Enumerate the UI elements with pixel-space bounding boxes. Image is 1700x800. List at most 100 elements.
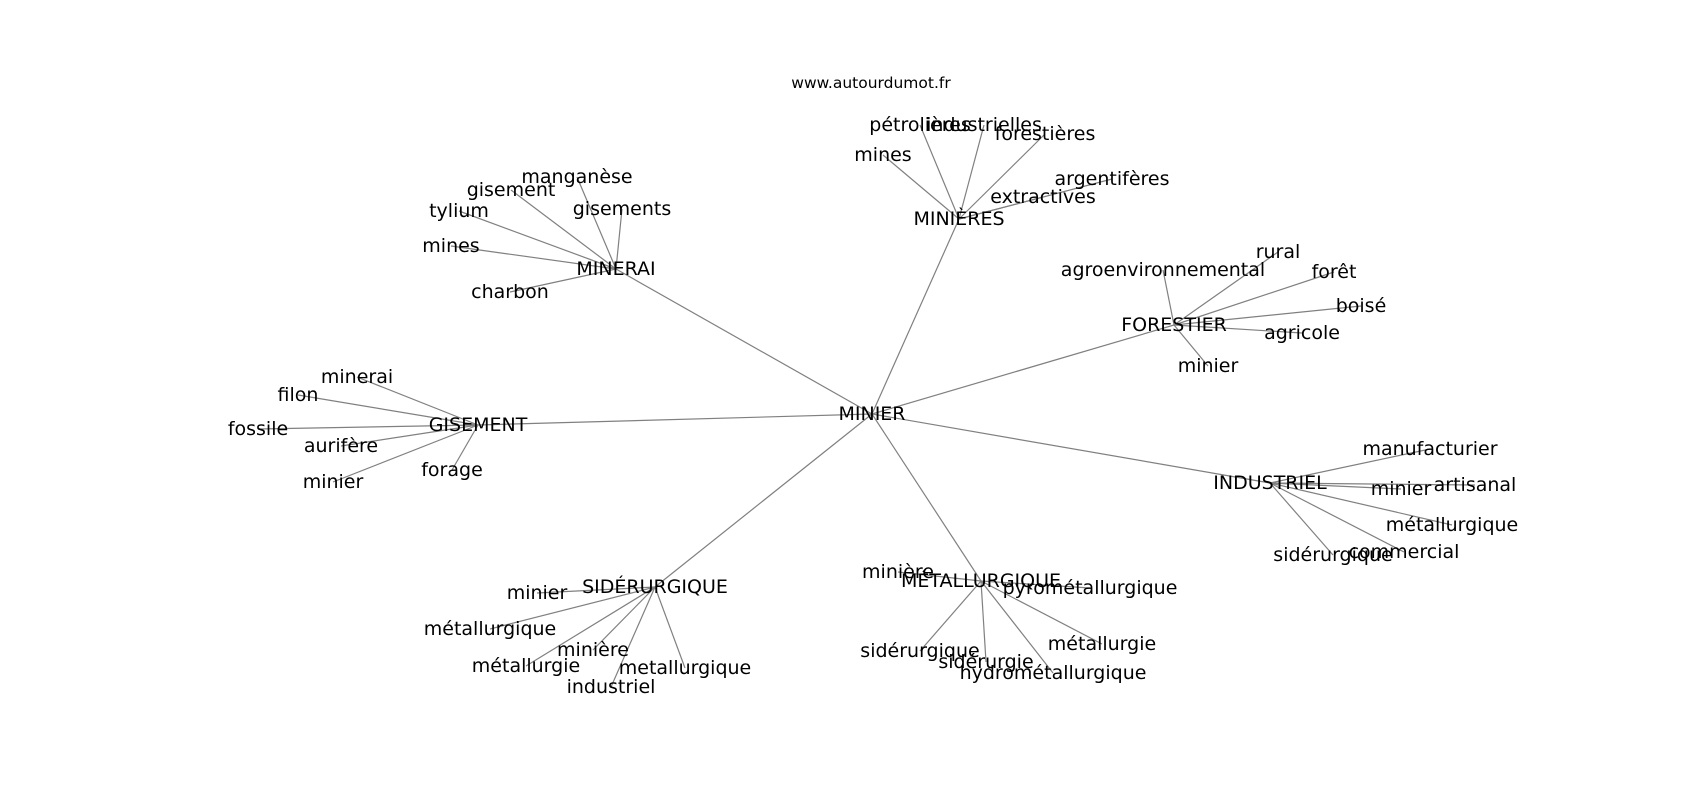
- leaf-node-label: minier: [303, 471, 364, 493]
- edge-hub-leaf: [1269, 482, 1402, 490]
- root-node-label: MINIER: [838, 403, 905, 425]
- edge-hub-leaf: [615, 208, 623, 270]
- leaf-node-label: mines: [422, 235, 479, 257]
- edge-hub-leaf: [610, 586, 656, 688]
- hub-node-label: MINERAI: [576, 258, 655, 280]
- hub-node-label: MÉTALLURGIQUE: [901, 569, 1061, 592]
- edge-hub-leaf: [297, 394, 479, 426]
- leaf-node-label: sidérurgique: [1273, 544, 1392, 566]
- leaf-node-label: argentifères: [1054, 168, 1169, 190]
- leaf-node-label: gisement: [467, 179, 556, 201]
- edge-hub-leaf: [576, 176, 617, 270]
- edge-hub-leaf: [1173, 305, 1362, 326]
- leaf-node-label: pyrométallurgique: [1003, 577, 1178, 599]
- leaf-node-label: fossile: [228, 418, 288, 440]
- edge-hub-leaf: [1173, 251, 1279, 326]
- edge-hub-leaf: [980, 580, 1091, 589]
- edge-hub-leaf: [332, 424, 479, 483]
- leaf-node-label: métallurgie: [472, 655, 580, 677]
- leaf-node-label: pétrolières: [869, 114, 970, 136]
- edge-hub-leaf: [882, 154, 960, 220]
- edge-hub-leaf: [897, 571, 982, 582]
- leaf-node-label: boisé: [1336, 295, 1387, 317]
- edge-root-hub: [871, 324, 1175, 415]
- leaf-node-label: manufacturier: [1362, 438, 1497, 460]
- leaf-node-label: mines: [854, 144, 911, 166]
- edge-hub-leaf: [356, 376, 479, 426]
- edge-hub-leaf: [1269, 482, 1453, 526]
- leaf-node-label: forêt: [1312, 261, 1357, 283]
- leaf-node-label: artisanal: [1434, 474, 1517, 496]
- leaf-node-label: minière: [557, 639, 629, 661]
- leaf-node-label: tylium: [429, 200, 489, 222]
- hub-node-label: SIDÉRURGIQUE: [582, 575, 728, 598]
- leaf-node-label: forestières: [995, 123, 1096, 145]
- leaf-node-label: industrielles: [926, 114, 1042, 136]
- hub-node-label: FORESTIER: [1121, 314, 1227, 336]
- edge-hub-leaf: [525, 586, 656, 667]
- edge-hub-leaf: [980, 580, 987, 663]
- edge-hub-leaf: [1269, 482, 1405, 553]
- edge-root-hub: [477, 413, 873, 426]
- edges-layer: [257, 124, 1476, 688]
- edge-root-hub: [615, 268, 873, 415]
- edge-hub-leaf: [257, 424, 479, 430]
- leaf-node-label: hydrométallurgique: [960, 662, 1147, 684]
- edge-hub-leaf: [654, 586, 686, 669]
- leaf-node-label: agricole: [1264, 322, 1340, 344]
- leaf-node-label: charbon: [471, 281, 549, 303]
- edge-hub-leaf: [1269, 448, 1431, 484]
- edge-hub-leaf: [510, 189, 617, 270]
- edge-hub-leaf: [1173, 324, 1303, 334]
- leaf-node-label: minier: [1371, 478, 1432, 500]
- edge-hub-leaf: [1162, 269, 1175, 326]
- leaf-node-label: métallurgie: [1048, 633, 1156, 655]
- edge-hub-leaf: [450, 245, 617, 270]
- edge-hub-leaf: [919, 580, 982, 652]
- edge-hub-leaf: [1173, 271, 1335, 326]
- edge-hub-leaf: [1269, 482, 1476, 486]
- edge-hub-leaf: [509, 268, 617, 293]
- leaf-node-label: gisements: [573, 198, 672, 220]
- edge-hub-leaf: [592, 586, 656, 651]
- leaf-node-label: sidérurgie: [938, 651, 1033, 673]
- leaf-node-label: aurifère: [304, 435, 378, 457]
- edge-root-hub: [654, 413, 873, 588]
- edge-hub-leaf: [451, 424, 479, 471]
- edge-hub-leaf: [1269, 482, 1334, 556]
- edge-hub-leaf: [489, 586, 656, 630]
- edge-hub-leaf: [958, 133, 1046, 220]
- watermark-text: www.autourdumot.fr: [791, 74, 951, 92]
- edge-root-hub: [871, 218, 960, 415]
- leaf-node-label: rural: [1256, 241, 1301, 263]
- leaf-node-label: minerai: [321, 366, 393, 388]
- leaf-node-label: manganèse: [521, 166, 632, 188]
- leaf-node-label: forage: [421, 459, 483, 481]
- leaf-node-label: agroenvironnemental: [1061, 259, 1265, 281]
- edge-root-hub: [871, 413, 982, 582]
- edge-hub-leaf: [919, 124, 960, 220]
- labels-layer: MINIERMINIÈRESminespétrolièresindustriel…: [228, 114, 1518, 698]
- edge-hub-leaf: [536, 586, 656, 594]
- edge-hub-leaf: [980, 580, 1103, 645]
- leaf-node-label: industriel: [567, 676, 656, 698]
- edge-hub-leaf: [458, 210, 617, 270]
- edge-hub-leaf: [980, 580, 1054, 674]
- edge-hub-leaf: [1173, 324, 1209, 367]
- leaf-node-label: métallurgique: [1386, 514, 1519, 536]
- leaf-node-label: minière: [862, 561, 934, 583]
- leaf-node-label: extractives: [990, 186, 1096, 208]
- leaf-node-label: minier: [507, 582, 568, 604]
- edge-hub-leaf: [958, 124, 985, 220]
- leaf-node-label: sidérurgique: [860, 640, 979, 662]
- leaf-node-label: metallurgique: [619, 657, 752, 679]
- edge-hub-leaf: [958, 196, 1044, 220]
- leaf-node-label: métallurgique: [424, 618, 557, 640]
- hub-node-label: MINIÈRES: [913, 207, 1004, 230]
- edge-hub-leaf: [340, 424, 479, 447]
- hub-node-label: INDUSTRIEL: [1213, 472, 1327, 494]
- hub-node-label: GISEMENT: [429, 414, 528, 436]
- edge-root-hub: [871, 413, 1271, 484]
- leaf-node-label: filon: [278, 384, 319, 406]
